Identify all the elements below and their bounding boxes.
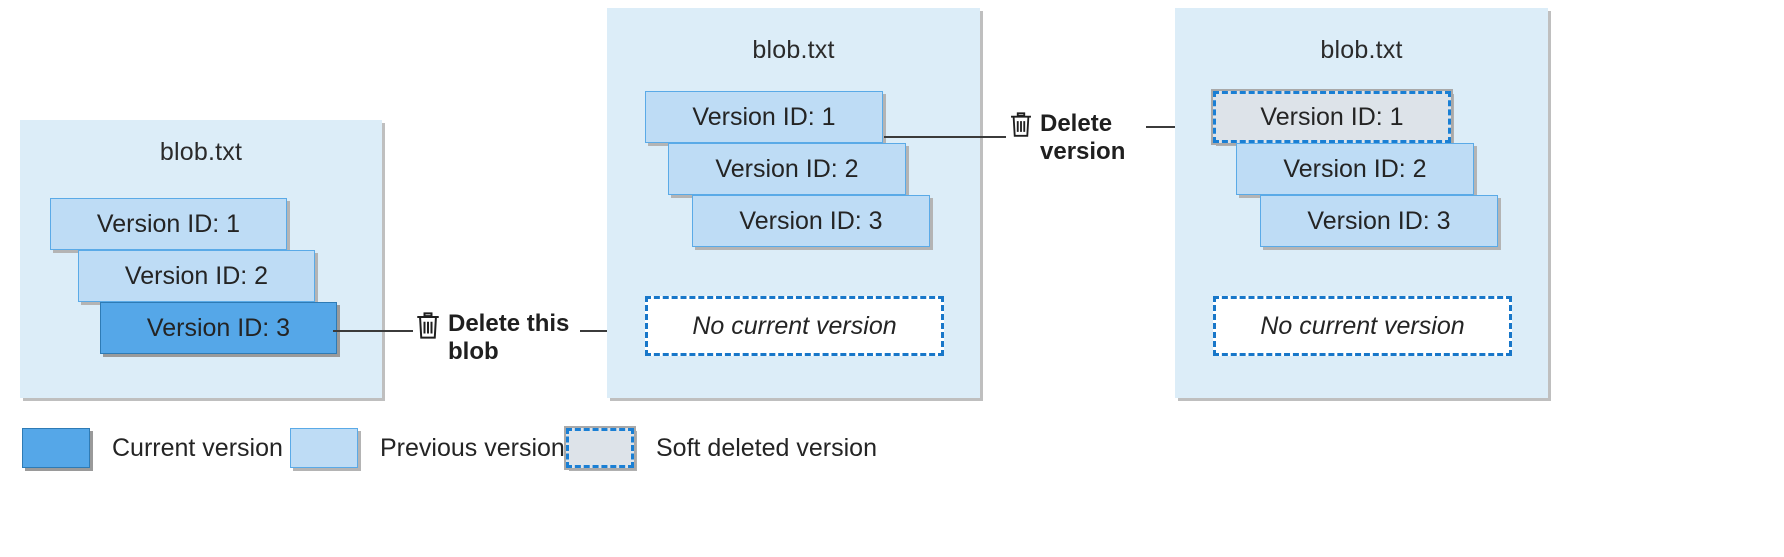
panel-initial-title: blob.txt bbox=[159, 138, 243, 166]
no-current-version-box: No current version bbox=[645, 296, 944, 356]
version-card-3: Version ID: 3 bbox=[100, 302, 337, 354]
legend-label-soft-deleted-version: Soft deleted version bbox=[656, 433, 877, 462]
trash-icon bbox=[414, 310, 442, 347]
legend-swatch-current-version bbox=[22, 428, 90, 468]
no-current-version-box: No current version bbox=[1213, 296, 1512, 356]
version-card-1: Version ID: 1 bbox=[50, 198, 287, 250]
version-card-1-soft-deleted: Version ID: 1 bbox=[1211, 89, 1453, 145]
legend-label-previous-version: Previous version bbox=[380, 433, 565, 462]
connector-line-right-in bbox=[884, 136, 1006, 138]
legend-item-soft-deleted: Soft deleted version bbox=[564, 426, 877, 470]
legend-item-current: Current version bbox=[22, 428, 283, 468]
connector-label-line2: blob bbox=[448, 338, 499, 366]
connector-label-line1: Delete this bbox=[448, 310, 570, 337]
version-card-2: Version ID: 2 bbox=[668, 143, 906, 195]
connector-label-delete-this-blob: Delete this blob bbox=[448, 310, 598, 367]
version-card-2: Version ID: 2 bbox=[1236, 143, 1474, 195]
connector-line-left-in bbox=[333, 330, 413, 332]
panel-after-blob-delete: blob.txt Version ID: 1 Version ID: 2 Ver… bbox=[607, 8, 980, 398]
connector-label-delete-version: Delete version bbox=[1040, 110, 1160, 167]
connector-label-line1: Delete bbox=[1040, 110, 1113, 137]
panel-after-version-delete: blob.txt Version ID: 1 Version ID: 2 Ver… bbox=[1175, 8, 1548, 398]
trash-icon bbox=[1008, 110, 1034, 145]
version-card-3: Version ID: 3 bbox=[692, 195, 930, 247]
connector-label-line2: version bbox=[1040, 138, 1126, 166]
legend-swatch-soft-deleted-version bbox=[564, 426, 636, 470]
panel-after-version-delete-title: blob.txt bbox=[1320, 36, 1403, 64]
panel-after-blob-delete-title: blob.txt bbox=[752, 36, 835, 64]
version-card-1: Version ID: 1 bbox=[645, 91, 883, 143]
legend-item-previous: Previous version bbox=[290, 428, 565, 468]
version-card-3: Version ID: 3 bbox=[1260, 195, 1498, 247]
legend-swatch-previous-version bbox=[290, 428, 358, 468]
legend-label-current-version: Current version bbox=[112, 433, 283, 462]
version-card-2: Version ID: 2 bbox=[78, 250, 315, 302]
panel-initial: blob.txt Version ID: 1 Version ID: 2 Ver… bbox=[20, 120, 382, 398]
